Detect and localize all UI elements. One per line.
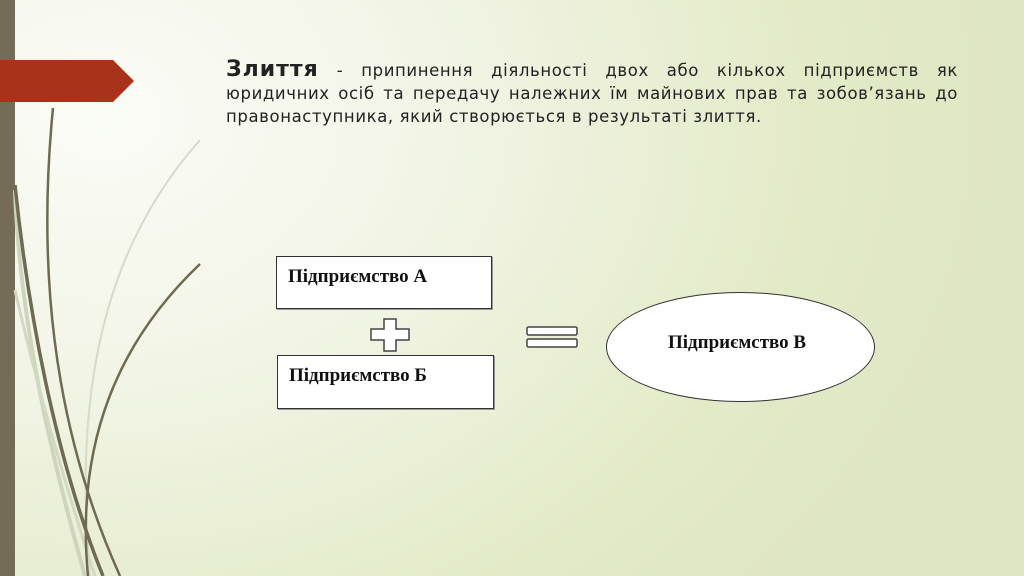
enterprise-b-box: Підприємство Б [277,355,494,409]
definition-paragraph: Злиття - припинення діяльності двох або … [226,58,958,128]
accent-arrow-shape [0,60,134,102]
definition-text: припинення діяльності двох або кількох п… [226,61,958,126]
enterprise-a-box: Підприємство А [276,256,492,309]
decorative-swirls [13,107,201,576]
equals-icon [526,326,578,348]
enterprise-a-label: Підприємство А [288,266,428,287]
left-decorative-bar [0,0,15,576]
plus-icon [370,318,410,352]
definition-term: Злиття [226,57,319,82]
enterprise-v-ellipse: Підприємство В [606,292,875,402]
definition-separator: - [318,61,362,80]
enterprise-v-label: Підприємство В [668,332,807,353]
enterprise-b-label: Підприємство Б [289,365,427,386]
